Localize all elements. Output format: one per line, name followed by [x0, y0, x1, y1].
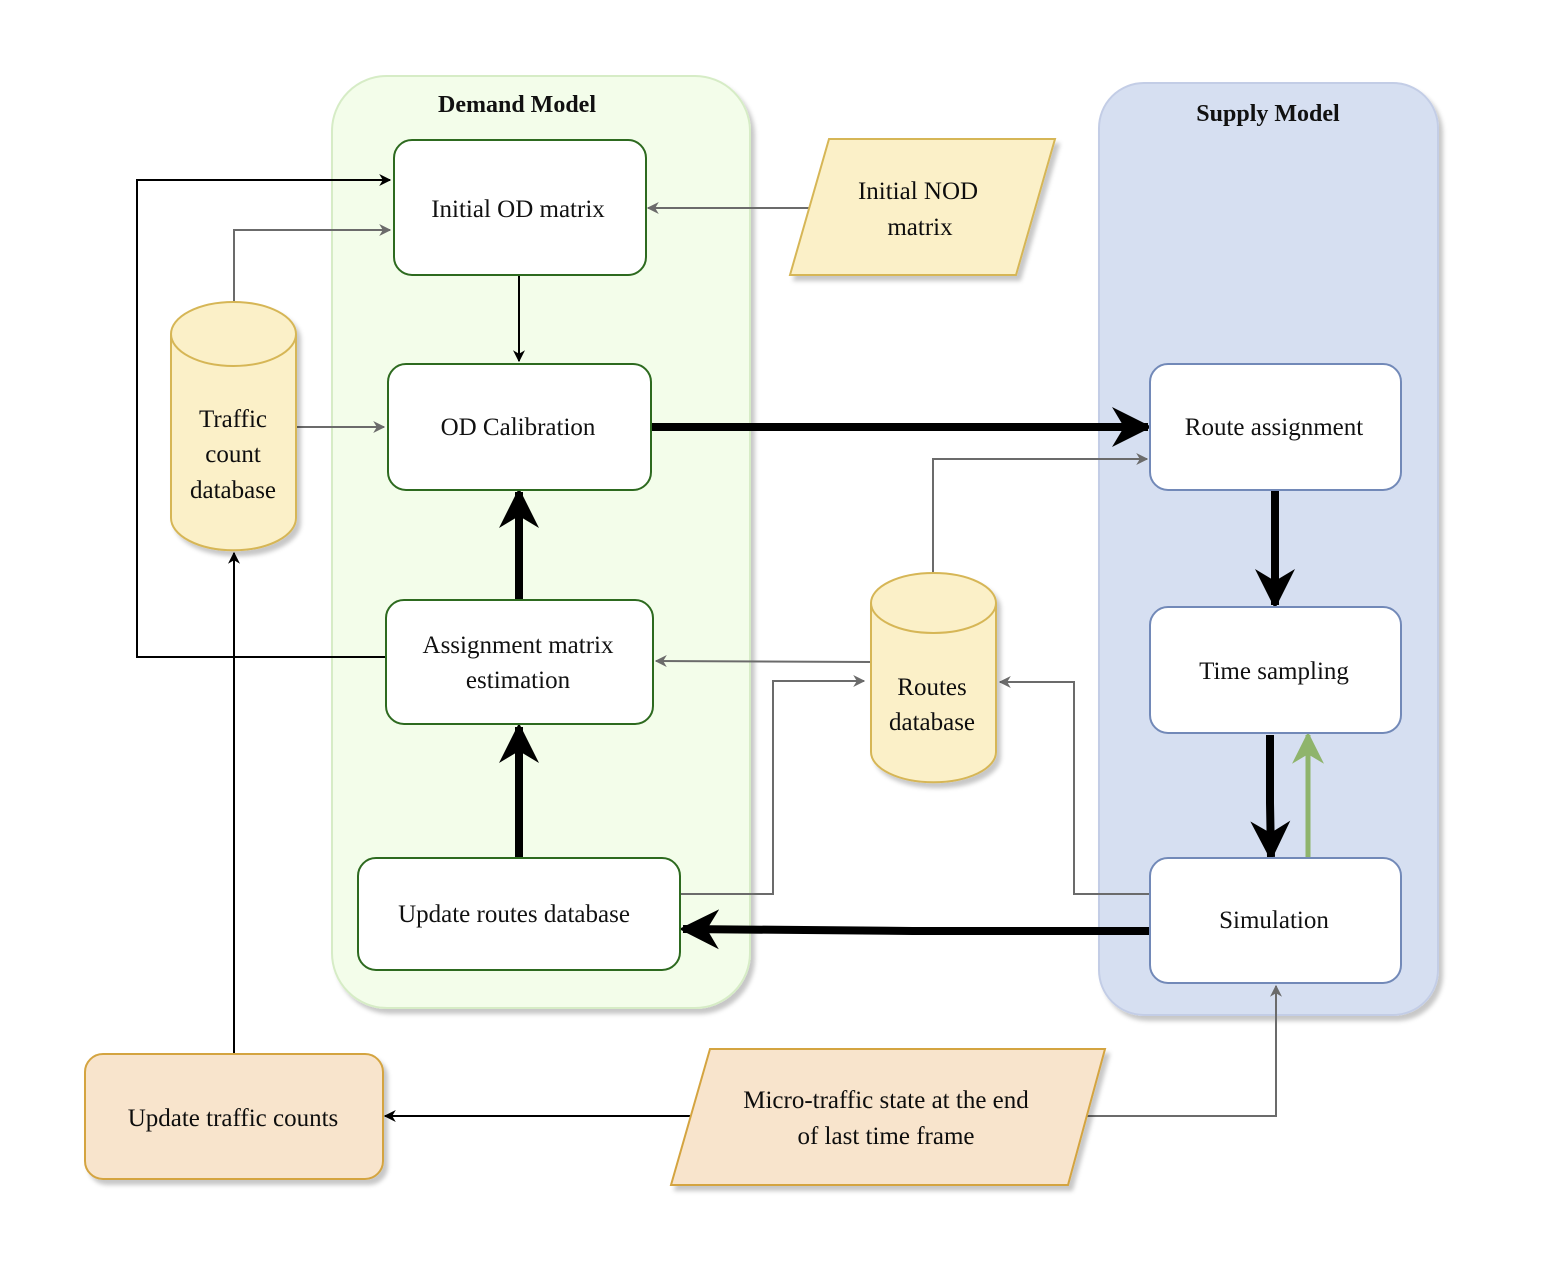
- traffic-count-label-line1: Traffic: [199, 406, 267, 433]
- initial-nod-label-line2: matrix: [887, 214, 953, 241]
- od-calibration-label: OD Calibration: [441, 414, 596, 441]
- routes-db-label-line1: Routes: [897, 674, 966, 701]
- micro-state-to-simulation-arrow: [1085, 984, 1282, 1117]
- traffic-count-label-line3: database: [190, 477, 276, 504]
- traffic-count-label-line2: count: [205, 441, 261, 468]
- supply-model-title: Supply Model: [1196, 101, 1340, 127]
- supply-model-lane: Supply Model: [1098, 82, 1439, 1016]
- time-sampling-node: Time sampling: [1149, 606, 1402, 734]
- micro-state-label-line2: of last time frame: [797, 1123, 974, 1150]
- initial-od-matrix-node: Initial OD matrix: [393, 139, 647, 276]
- routes-database-node: Routes database: [870, 572, 997, 784]
- initial-nod-matrix-node: Initial NOD matrix: [788, 138, 1057, 276]
- traffic-count-database-node: Traffic count database: [170, 301, 297, 552]
- assignment-to-initial-od-arrow: [136, 174, 392, 658]
- routes-db-to-assignment-arrow: [654, 655, 872, 668]
- micro-state-label-line1: Micro-traffic state at the end: [743, 1087, 1029, 1114]
- route-assignment-label: Route assignment: [1185, 414, 1364, 441]
- routes-db-to-route-assignment-arrow: [932, 453, 1149, 573]
- micro-traffic-state-node: Micro-traffic state at the end of last t…: [669, 1048, 1107, 1186]
- demand-model-title: Demand Model: [438, 92, 596, 118]
- initial-od-matrix-label: Initial OD matrix: [431, 196, 605, 223]
- time-sampling-label: Time sampling: [1199, 658, 1349, 685]
- simulation-label: Simulation: [1219, 907, 1329, 934]
- update-routes-to-routes-db-arrow: [681, 675, 866, 895]
- assignment-matrix-label-line1: Assignment matrix: [423, 632, 614, 659]
- route-assignment-node: Route assignment: [1149, 363, 1402, 491]
- simulation-to-update-routes-arrow: [679, 909, 1149, 950]
- routes-db-label-line2: database: [889, 709, 975, 736]
- simulation-to-routes-db-arrow: [998, 676, 1151, 895]
- update-routes-database-label: Update routes database: [398, 901, 630, 928]
- time-sampling-to-simulation-arrow: [1250, 735, 1291, 861]
- assignment-matrix-node: Assignment matrix estimation: [385, 599, 654, 725]
- assignment-matrix-label-line2: estimation: [466, 667, 571, 694]
- initial-nod-label-line1: Initial NOD: [858, 178, 978, 205]
- od-calibration-node: OD Calibration: [387, 363, 652, 491]
- demand-model-lane: Demand Model: [331, 75, 751, 1009]
- update-traffic-counts-node: Update traffic counts: [84, 1053, 384, 1180]
- update-routes-database-node: Update routes database: [357, 857, 681, 971]
- traffic-db-to-initial-od-arrow: [233, 224, 392, 303]
- simulation-node: Simulation: [1149, 857, 1402, 984]
- update-traffic-counts-label: Update traffic counts: [128, 1105, 339, 1132]
